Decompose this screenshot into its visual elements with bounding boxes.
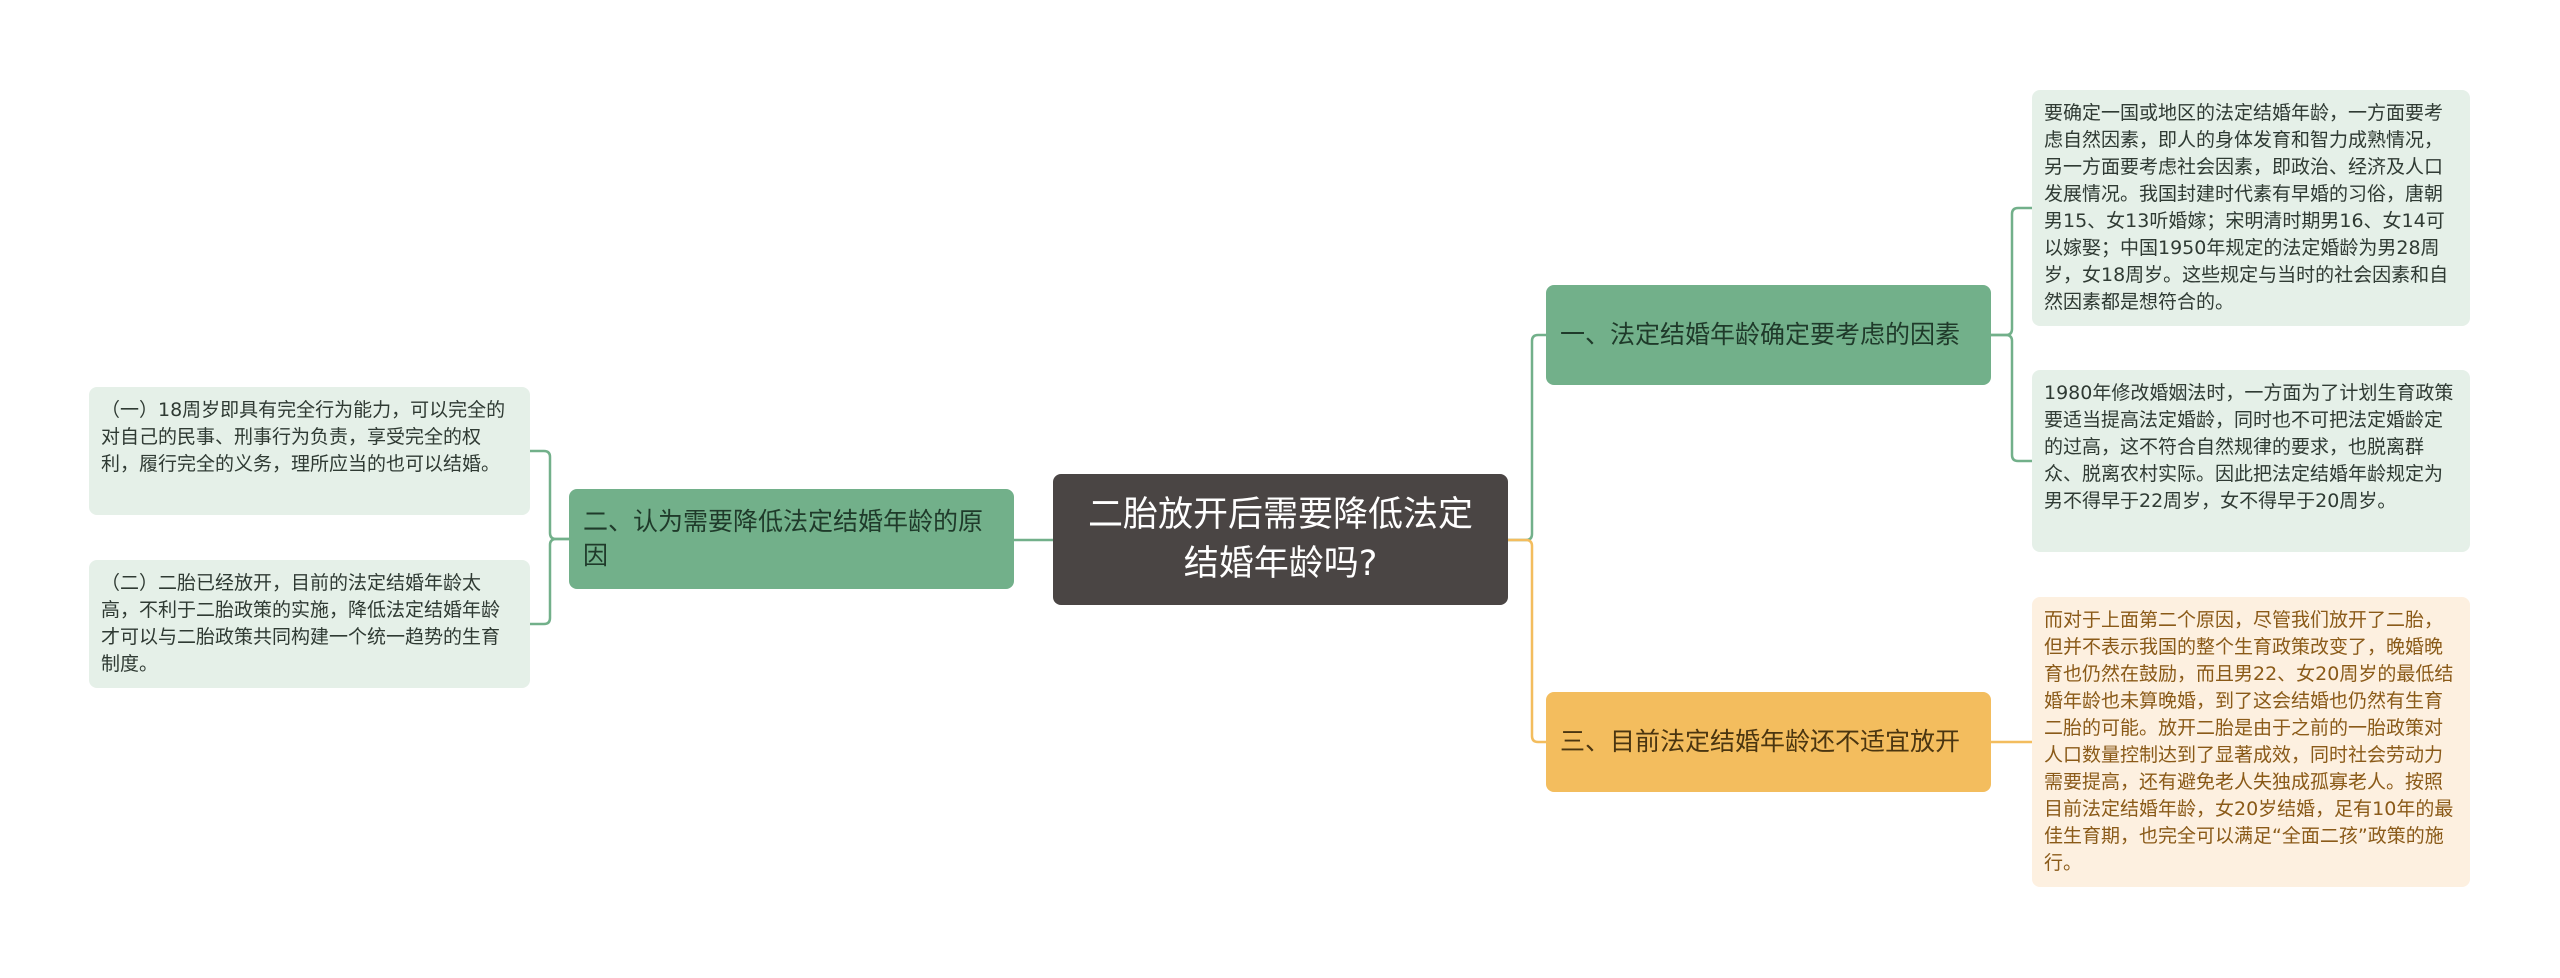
root-topic-label: 二胎放开后需要降低法定结婚年龄吗? xyxy=(1087,494,1473,584)
leaf-topic-text: 1980年修改婚姻法时，一方面为了计划生育政策要适当提高法定婚龄，同时也不可把法… xyxy=(2044,382,2454,512)
branch-topic-label: 二、认为需要降低法定结婚年龄的原因 xyxy=(583,507,984,570)
branch-topic-factors[interactable]: 一、法定结婚年龄确定要考虑的因素 xyxy=(1546,285,1991,385)
leaf-topic-text: （一）18周岁即具有完全行为能力，可以完全的对自己的民事、刑事行为负责，享受完全… xyxy=(101,399,506,475)
branch-topic-label: 三、目前法定结婚年龄还不适宜放开 xyxy=(1560,727,1961,757)
connector-branch2-leaf5 xyxy=(530,537,569,626)
leaf-topic-natural-social-factors[interactable]: 要确定一国或地区的法定结婚年龄，一方面要考虑自然因素，即人的身体发育和智力成熟情… xyxy=(2032,90,2470,326)
branch-topic-label: 一、法定结婚年龄确定要考虑的因素 xyxy=(1560,320,1961,350)
leaf-topic-1980-revision[interactable]: 1980年修改婚姻法时，一方面为了计划生育政策要适当提高法定婚龄，同时也不可把法… xyxy=(2032,370,2470,552)
connector-branch2-leaf4 xyxy=(530,449,569,541)
connector-branch1-leaf1 xyxy=(1991,206,2032,337)
connector-root-branch3 xyxy=(1508,538,1546,744)
leaf-topic-text: 而对于上面第二个原因，尽管我们放开了二胎，但并不表示我国的整个生育政策改变了，晚… xyxy=(2044,609,2454,874)
branch-topic-not-suitable[interactable]: 三、目前法定结婚年龄还不适宜放开 xyxy=(1546,692,1991,792)
branch-topic-reasons-to-lower[interactable]: 二、认为需要降低法定结婚年龄的原因 xyxy=(569,489,1014,589)
leaf-topic-second-child-policy[interactable]: 而对于上面第二个原因，尽管我们放开了二胎，但并不表示我国的整个生育政策改变了，晚… xyxy=(2032,597,2470,887)
connector-branch1-leaf2 xyxy=(1991,333,2032,463)
root-topic[interactable]: 二胎放开后需要降低法定结婚年龄吗? xyxy=(1053,474,1508,605)
leaf-topic-text: （二）二胎已经放开，目前的法定结婚年龄太高，不利于二胎政策的实施，降低法定结婚年… xyxy=(101,572,501,675)
leaf-topic-text: 要确定一国或地区的法定结婚年龄，一方面要考虑自然因素，即人的身体发育和智力成熟情… xyxy=(2044,102,2449,313)
leaf-topic-reason-one[interactable]: （一）18周岁即具有完全行为能力，可以完全的对自己的民事、刑事行为负责，享受完全… xyxy=(89,387,530,515)
leaf-topic-reason-two[interactable]: （二）二胎已经放开，目前的法定结婚年龄太高，不利于二胎政策的实施，降低法定结婚年… xyxy=(89,560,530,688)
connector-root-branch1 xyxy=(1508,333,1546,542)
